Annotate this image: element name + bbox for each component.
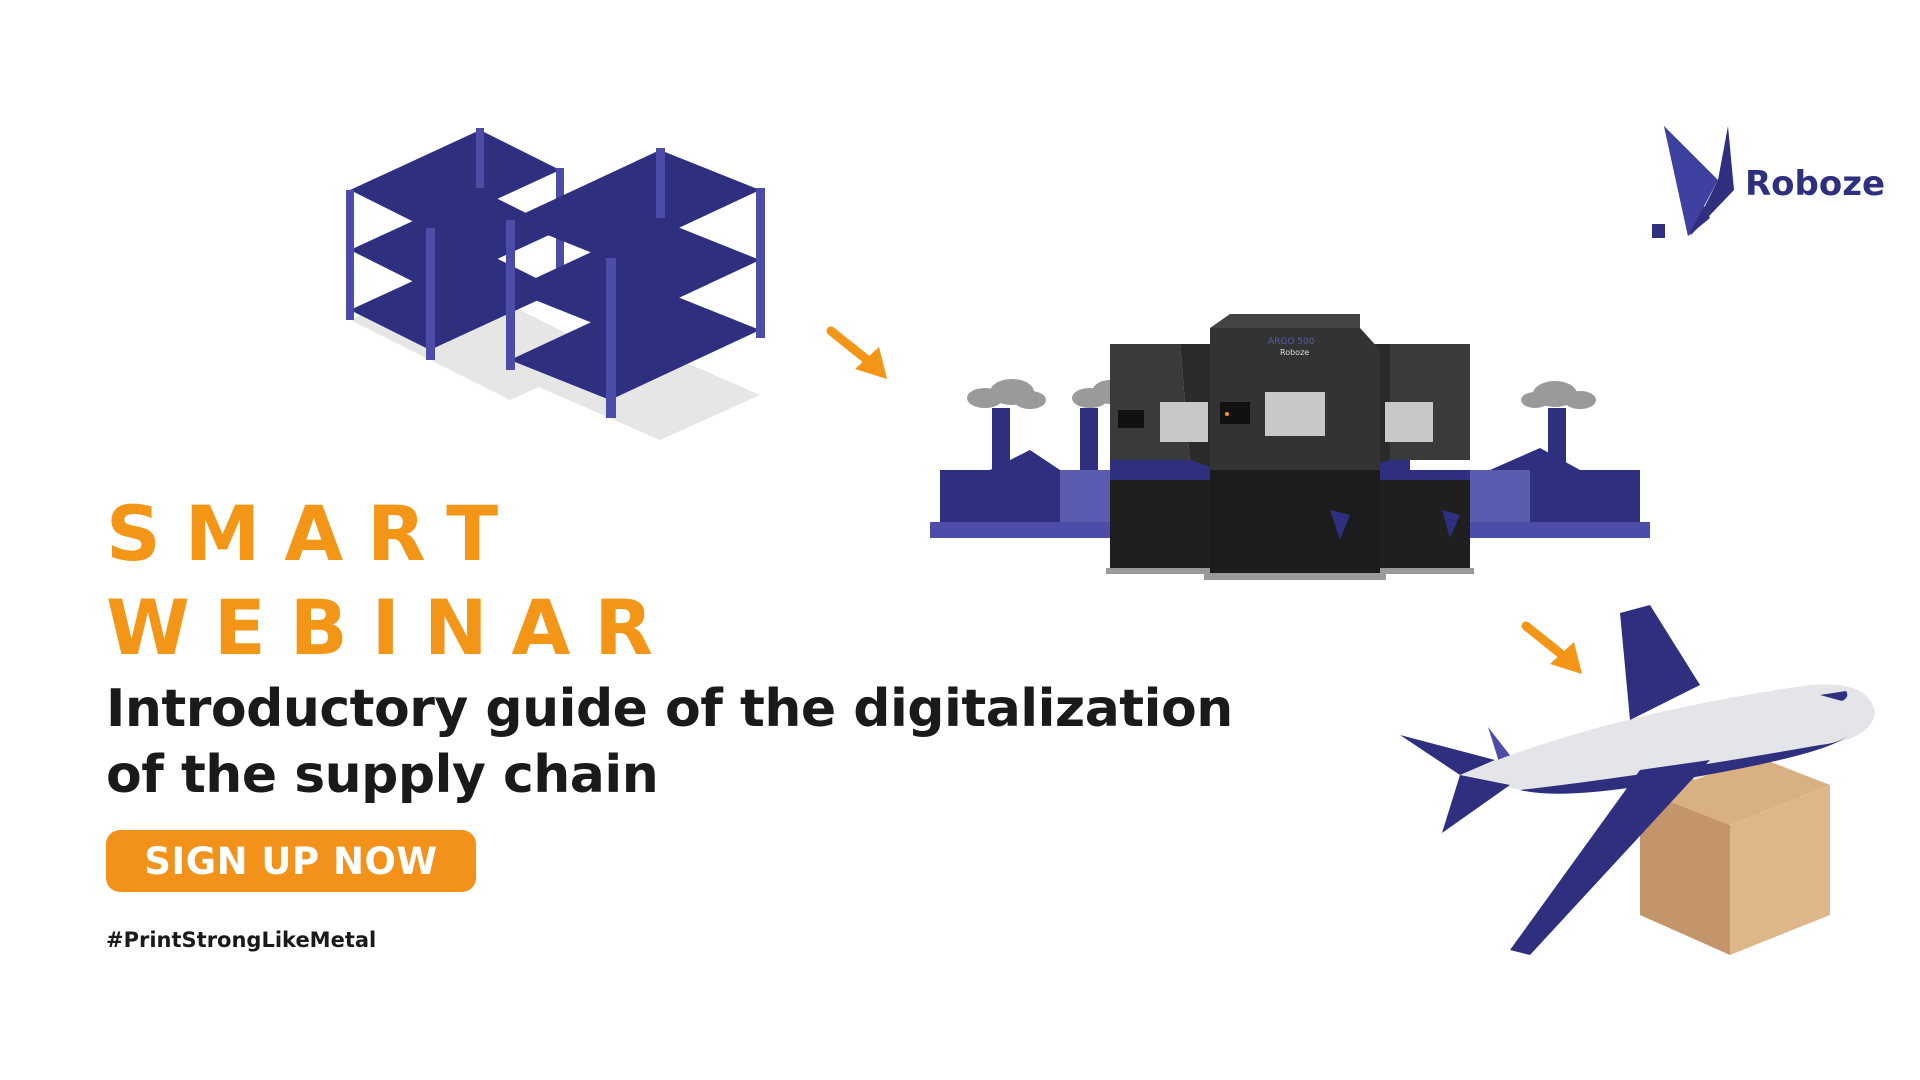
airplane-box-icon xyxy=(1400,605,1875,955)
subtitle-line-2: of the supply chain xyxy=(106,745,659,805)
factory-printers-icon: ARGO 500 Roboze xyxy=(930,314,1650,580)
headline-smart: SMART xyxy=(106,489,523,578)
warehouse-shelves-icon xyxy=(346,128,765,440)
printer-brand-label: Roboze xyxy=(1280,348,1309,357)
arrow-down-right-icon-2 xyxy=(1521,621,1582,674)
subtitle-line-1: Introductory guide of the digitalization xyxy=(106,679,1233,739)
roboze-logo-icon xyxy=(1652,126,1734,238)
arrow-down-right-icon xyxy=(826,326,887,379)
hashtag: #PrintStrongLikeMetal xyxy=(106,928,377,952)
printer-model-label: ARGO 500 xyxy=(1268,337,1315,347)
sign-up-now-button[interactable]: SIGN UP NOW xyxy=(106,830,476,892)
subtitle: Introductory guide of the digitalization… xyxy=(106,676,1266,808)
brand-name: Roboze xyxy=(1745,164,1886,204)
headline-webinar: WEBINAR xyxy=(106,583,677,672)
